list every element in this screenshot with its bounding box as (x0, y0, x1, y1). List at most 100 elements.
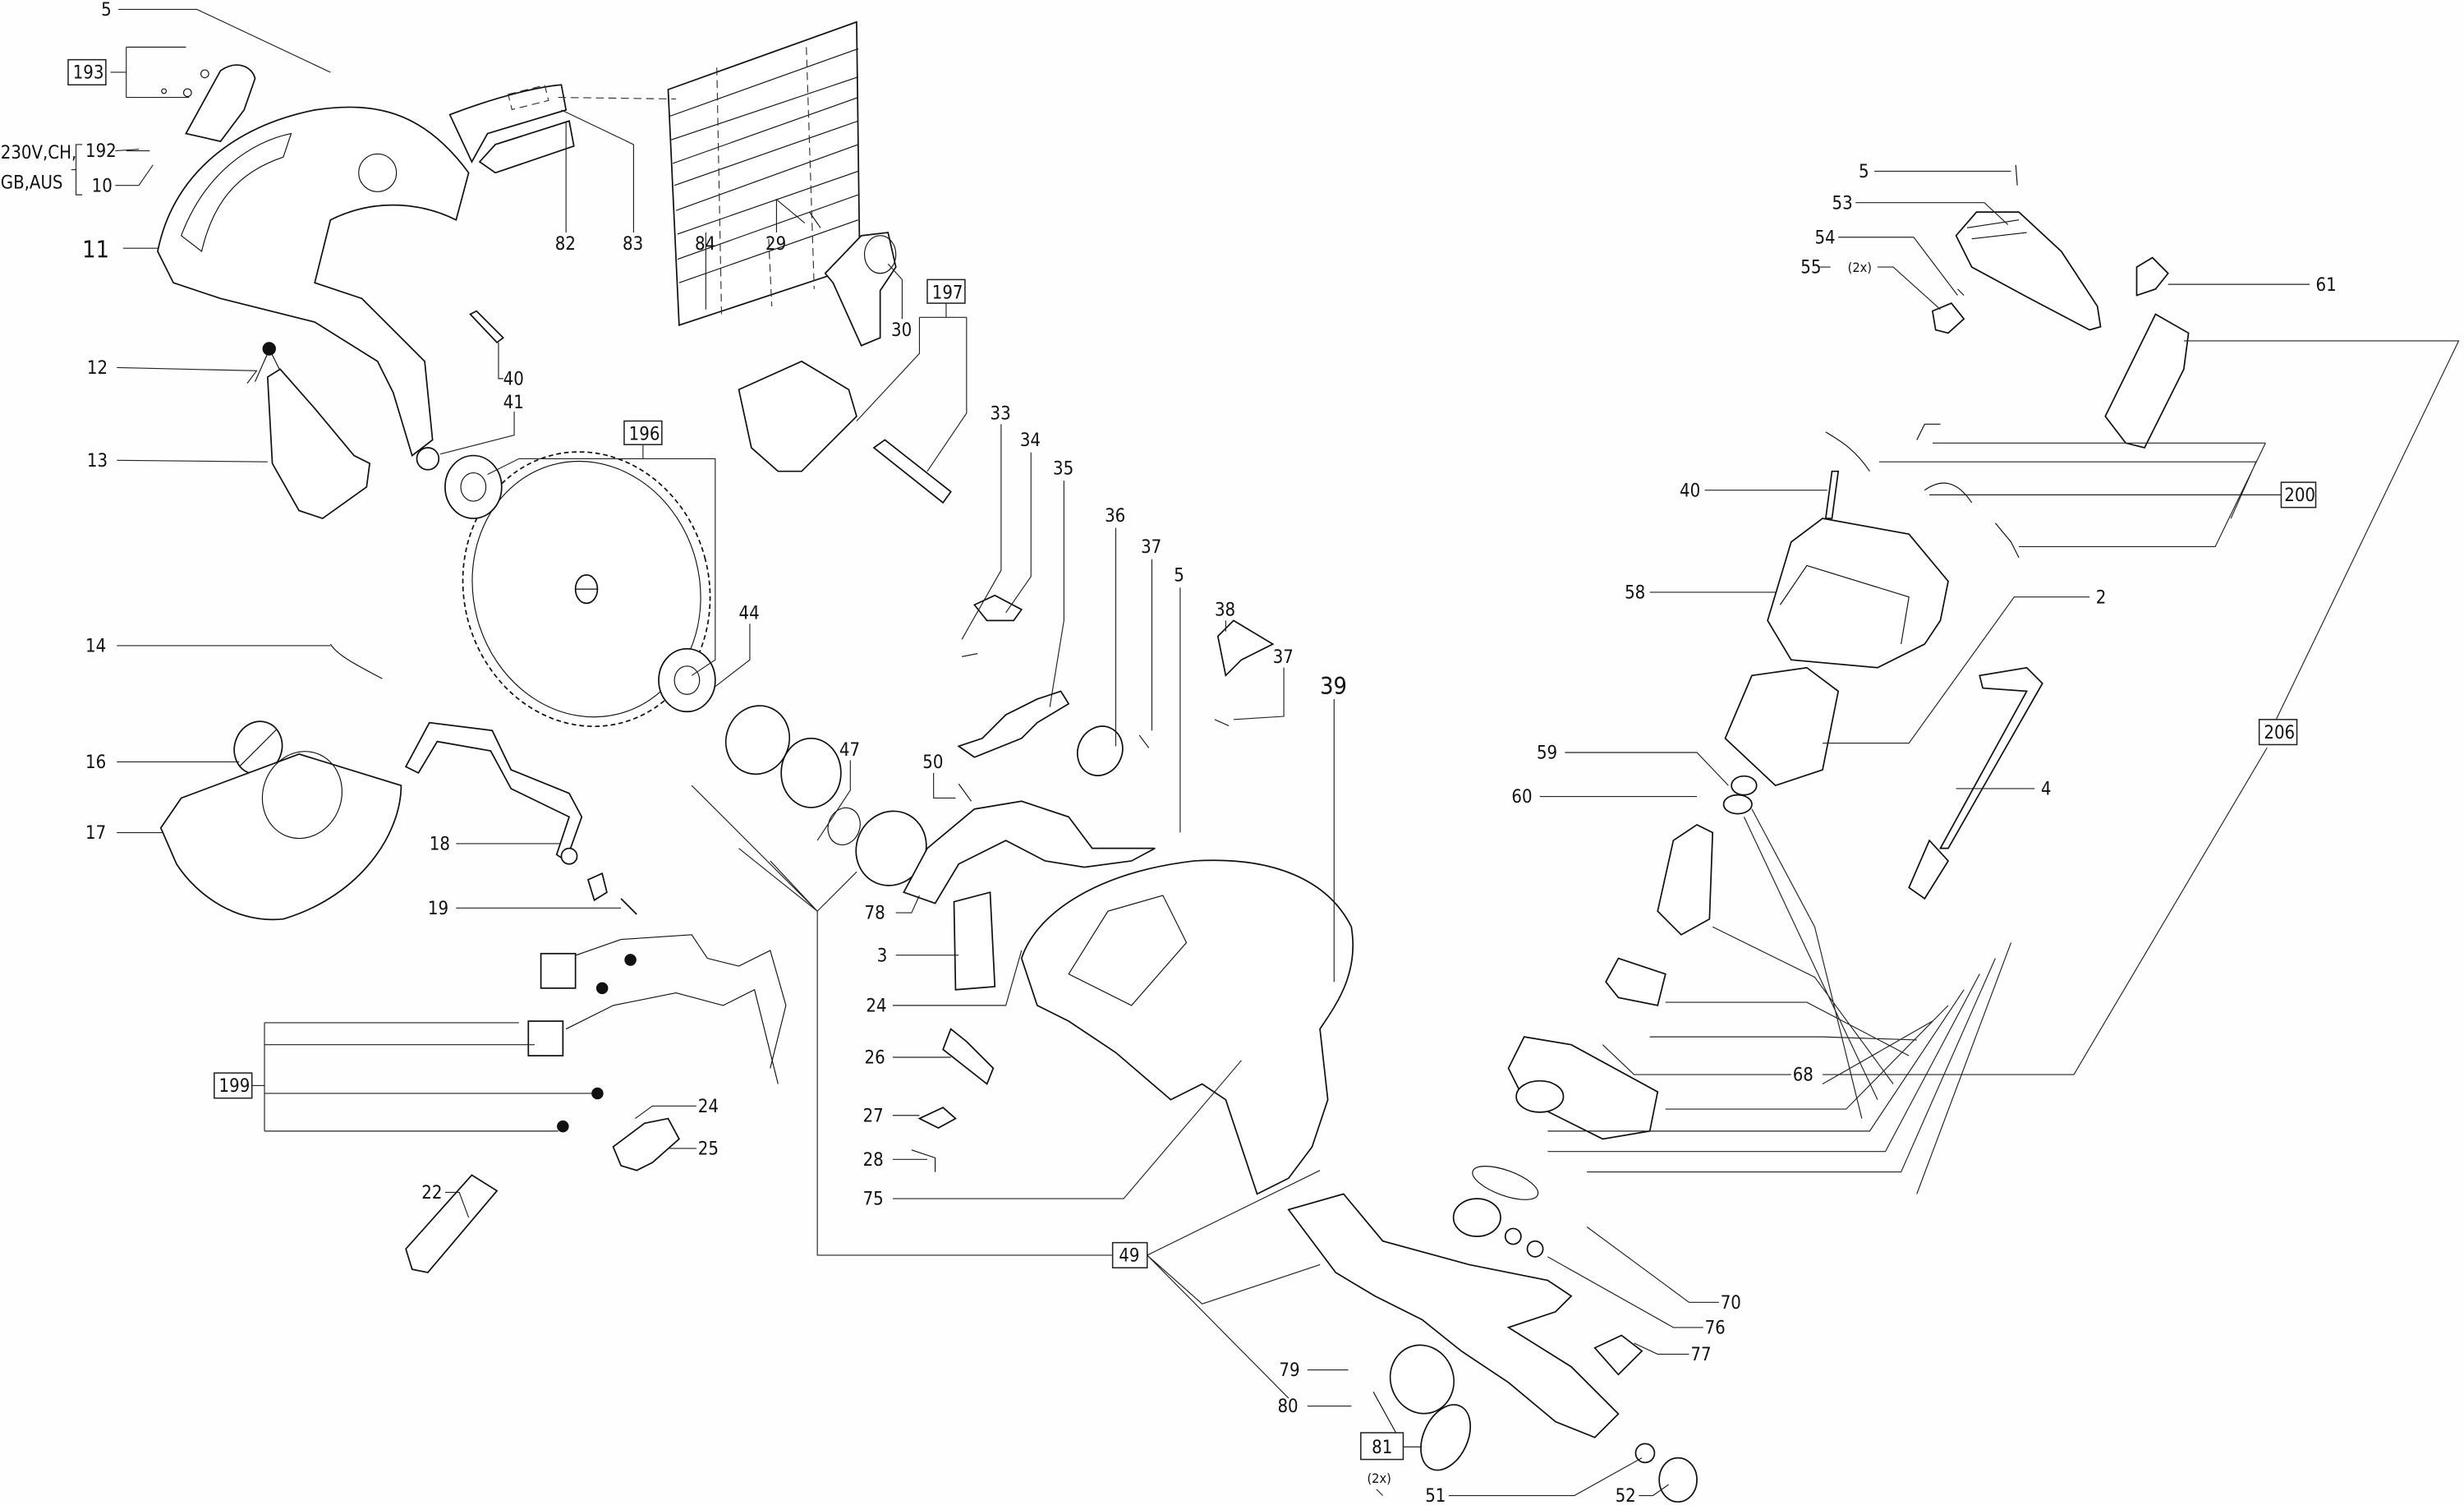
bracket-25[interactable] (612, 1117, 680, 1171)
callout-41[interactable]: 41 (503, 393, 524, 413)
hex-key-28[interactable] (911, 1149, 936, 1172)
power-cord-4[interactable] (1938, 666, 2043, 849)
callout-5b[interactable]: 5 (1174, 566, 1184, 587)
callout-77[interactable]: 77 (1690, 1345, 1711, 1365)
callout-2[interactable]: 2 (2096, 587, 2107, 608)
callout-33[interactable]: 33 (991, 404, 1011, 425)
callout-37b[interactable]: 37 (1273, 647, 1294, 668)
callout-76[interactable]: 76 (1705, 1319, 1726, 1339)
callout-47[interactable]: 47 (839, 740, 860, 761)
wire-set-200[interactable] (1825, 423, 2020, 559)
callout-18[interactable]: 18 (430, 835, 450, 855)
gear-stack[interactable] (1452, 1198, 1501, 1237)
callout-28[interactable]: 28 (863, 1150, 884, 1171)
callout-192[interactable]: 192 (85, 141, 117, 162)
callout-193[interactable]: 193 (73, 63, 104, 84)
callout-5c[interactable]: 5 (1859, 162, 1869, 182)
callout-53[interactable]: 53 (1832, 193, 1853, 214)
callout-60[interactable]: 60 (1511, 787, 1532, 808)
callout-78[interactable]: 78 (865, 904, 885, 924)
stator-field-2[interactable] (1724, 666, 1840, 787)
armature[interactable] (1657, 823, 1714, 936)
callout-70[interactable]: 70 (1721, 1293, 1741, 1314)
spring-37a[interactable] (1138, 734, 1150, 748)
callout-81[interactable]: 81 (1372, 1438, 1392, 1458)
callout-52[interactable]: 52 (1616, 1486, 1636, 1505)
switch-61[interactable] (2135, 256, 2169, 297)
cam-36[interactable] (1069, 719, 1130, 783)
callout-40[interactable]: 40 (503, 370, 524, 390)
flange-41[interactable] (416, 447, 440, 471)
callout-49[interactable]: 49 (1119, 1246, 1139, 1267)
plate[interactable] (716, 697, 799, 783)
spring-37b[interactable] (1214, 719, 1230, 727)
electronics-box[interactable] (2104, 313, 2190, 449)
screw-19[interactable] (620, 898, 637, 915)
inner-flange-44[interactable] (658, 647, 716, 713)
switch-harness-199[interactable] (527, 934, 787, 1133)
callout-5[interactable]: 5 (101, 0, 112, 21)
ring-51[interactable] (1634, 1443, 1656, 1464)
callout-206[interactable]: 206 (2264, 723, 2295, 743)
callout-26[interactable]: 26 (865, 1048, 885, 1069)
dust-port-30[interactable] (824, 232, 897, 347)
callout-10[interactable]: 10 (92, 176, 113, 196)
o-ring-47[interactable] (823, 803, 866, 849)
callout-80[interactable]: 80 (1277, 1397, 1298, 1417)
callout-24b[interactable]: 24 (698, 1097, 719, 1117)
callout-55[interactable]: 55 (1800, 258, 1821, 278)
callout-196[interactable]: 196 (629, 424, 660, 444)
callout-11[interactable]: 11 (82, 236, 109, 264)
clip-77[interactable] (1593, 1334, 1643, 1376)
lock-lever-35[interactable] (957, 690, 1070, 758)
upper-blade-guard[interactable] (157, 106, 470, 458)
callout-16[interactable]: 16 (85, 752, 106, 773)
callout-197[interactable]: 197 (932, 283, 963, 303)
link-14[interactable] (329, 643, 383, 679)
brush-55[interactable] (1931, 302, 1965, 334)
callout-54[interactable]: 54 (1814, 228, 1835, 248)
lower-blade-guard-17[interactable] (159, 753, 402, 921)
spring-79[interactable] (1381, 1336, 1464, 1422)
electronics-housing-58[interactable] (1767, 518, 1949, 669)
callout-44[interactable]: 44 (739, 603, 760, 624)
label-plate-82[interactable] (478, 120, 575, 174)
callout-4[interactable]: 4 (2041, 780, 2052, 800)
callout-39[interactable]: 39 (1320, 672, 1347, 700)
o-ring[interactable] (1469, 1159, 1542, 1207)
dust-chute-197[interactable] (738, 360, 857, 472)
callout-29[interactable]: 29 (765, 234, 786, 255)
callout-25[interactable]: 25 (698, 1139, 719, 1160)
bearing-70[interactable] (1504, 1227, 1522, 1245)
callout-22[interactable]: 22 (421, 1183, 442, 1204)
callout-17[interactable]: 17 (85, 823, 106, 844)
callout-27[interactable]: 27 (863, 1106, 884, 1126)
label-plate-83[interactable] (448, 84, 568, 163)
lower-guard-13[interactable] (266, 368, 371, 520)
callout-68[interactable]: 68 (1793, 1065, 1814, 1086)
callout-61[interactable]: 61 (2315, 275, 2336, 296)
callout-30[interactable]: 30 (891, 320, 912, 341)
callout-199[interactable]: 199 (219, 1076, 251, 1097)
callout-82[interactable]: 82 (555, 234, 576, 255)
callout-59[interactable]: 59 (1537, 743, 1557, 764)
spring-clip-38[interactable] (1216, 619, 1275, 678)
screw-29[interactable] (809, 211, 821, 228)
callout-50[interactable]: 50 (922, 752, 943, 773)
ring-60[interactable] (1722, 794, 1753, 815)
plate-3[interactable] (953, 891, 996, 991)
callout-36[interactable]: 36 (1105, 506, 1125, 527)
callout-51[interactable]: 51 (1425, 1486, 1446, 1505)
pin-40a[interactable] (469, 310, 504, 344)
lever-26[interactable] (942, 1028, 995, 1085)
callout-13[interactable]: 13 (87, 451, 108, 472)
bearing-59[interactable] (1731, 775, 1758, 796)
callout-83[interactable]: 83 (623, 234, 643, 255)
screw-40b[interactable] (1824, 470, 1840, 519)
callout-24[interactable]: 24 (866, 996, 886, 1017)
callout-79[interactable]: 79 (1279, 1360, 1299, 1381)
handle-78[interactable] (903, 800, 1156, 904)
pin-80[interactable] (1372, 1392, 1400, 1438)
cap-52[interactable] (1658, 1457, 1698, 1503)
callout-58[interactable]: 58 (1625, 583, 1645, 604)
